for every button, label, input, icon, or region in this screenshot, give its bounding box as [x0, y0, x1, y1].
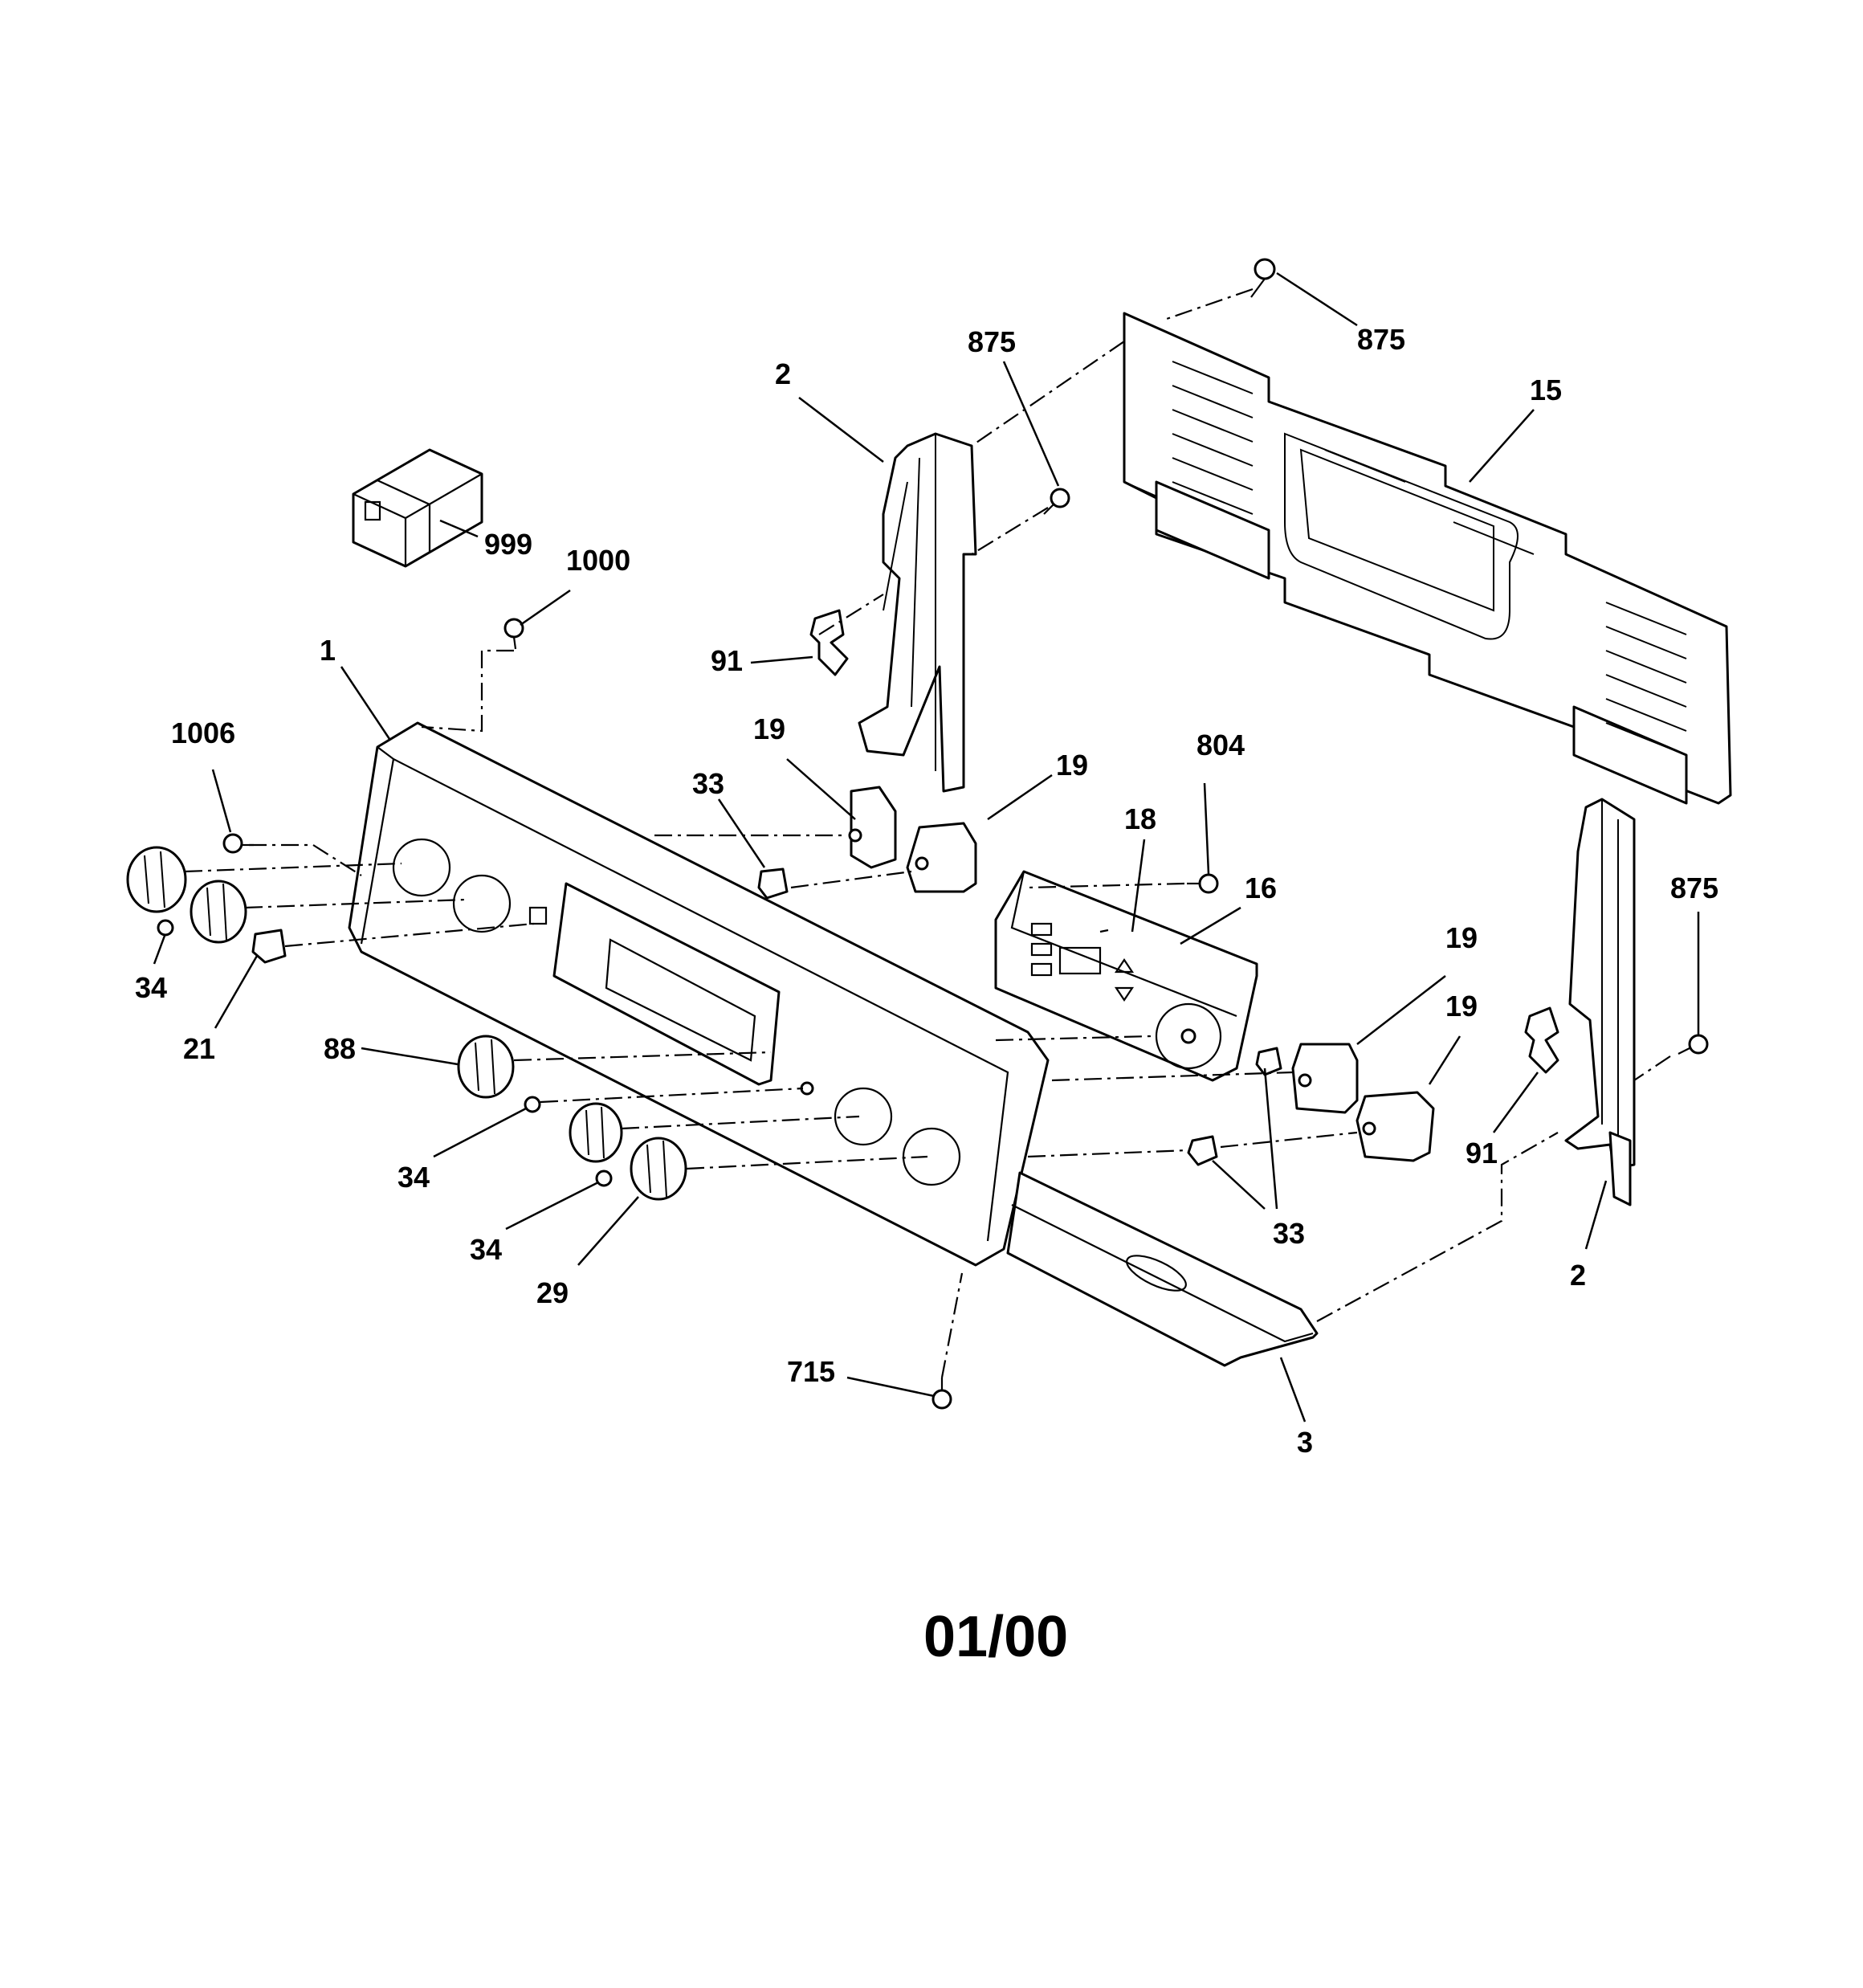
- screw-875-top-right: [1250, 258, 1276, 298]
- leader-lines: [153, 271, 1700, 1423]
- callout-88: 88: [324, 1032, 356, 1065]
- callout-labels: 875 875 15 2 999 1000 1 91 1006 19 19 33…: [135, 323, 1718, 1459]
- callout-2-bottom: 2: [1570, 1259, 1586, 1292]
- part-21-switch: [251, 929, 287, 964]
- callout-21: 21: [183, 1032, 215, 1065]
- part-19-switch-c: [1291, 1043, 1359, 1114]
- callout-33-top: 33: [692, 767, 724, 800]
- callout-91-left: 91: [711, 644, 743, 677]
- callout-34-low: 34: [470, 1233, 502, 1266]
- part-34-spring-low: [595, 1170, 613, 1187]
- part-19-switch-a: [848, 786, 897, 869]
- callout-34-mid: 34: [397, 1161, 430, 1194]
- callout-19-b: 19: [1056, 749, 1088, 782]
- callout-1000: 1000: [566, 544, 630, 577]
- date-code: 01/00: [923, 1605, 1068, 1669]
- callout-33-bottom: 33: [1273, 1217, 1305, 1250]
- part-1-control-panel: [348, 721, 1050, 1267]
- part-999-box: [352, 448, 483, 568]
- callout-1006: 1006: [171, 716, 235, 749]
- part-91-clip-left: [809, 609, 849, 676]
- callout-3: 3: [1297, 1426, 1313, 1459]
- part-34-spring-mid: [524, 1096, 541, 1113]
- part-33-light-right-b: [1187, 1135, 1218, 1166]
- screw-804: [1187, 873, 1219, 894]
- callout-34-left: 34: [135, 971, 167, 1004]
- part-15-rear-panel: [1123, 312, 1732, 805]
- callout-875-top: 875: [968, 325, 1016, 358]
- part-91-clip-right: [1524, 1006, 1559, 1074]
- panel-vent-slots-right: [1605, 602, 1687, 756]
- knob-left-upper: [126, 846, 187, 913]
- callout-18: 18: [1124, 802, 1156, 835]
- callout-15: 15: [1530, 374, 1562, 406]
- part-2-right-endcap: [1564, 798, 1636, 1206]
- part-3-lower-trim: [1006, 1171, 1319, 1367]
- callout-91-right: 91: [1466, 1137, 1498, 1170]
- screw-1000: [503, 618, 524, 650]
- callout-999: 999: [484, 528, 532, 561]
- callout-19-a: 19: [753, 712, 785, 745]
- part-19-switch-d: [1355, 1091, 1435, 1162]
- screw-875-right: [1678, 1034, 1709, 1055]
- callout-2-top: 2: [775, 357, 791, 390]
- screw-875-top: [1043, 488, 1070, 515]
- callout-29: 29: [536, 1276, 569, 1309]
- part-34-spring-left: [157, 919, 174, 937]
- screw-1006: [222, 833, 254, 854]
- callout-16: 16: [1245, 872, 1277, 904]
- callout-875-right: 875: [1670, 872, 1718, 904]
- callout-19-d: 19: [1445, 990, 1478, 1023]
- callout-1: 1: [320, 634, 336, 667]
- callout-875-top-right: 875: [1357, 323, 1405, 356]
- knob-mid: [569, 1102, 623, 1163]
- knob-left-lower: [190, 880, 247, 944]
- part-33-light-right-a: [1255, 1047, 1282, 1076]
- callout-715: 715: [787, 1355, 835, 1388]
- clock-keypad: [1030, 922, 1135, 1002]
- part-33-light-top: [757, 867, 789, 900]
- part-2-left-endcap: [858, 432, 977, 793]
- callout-19-c: 19: [1445, 921, 1478, 954]
- knob-88: [457, 1035, 515, 1099]
- knob-29: [630, 1137, 687, 1201]
- callout-804: 804: [1196, 729, 1245, 761]
- assembly-lines: [184, 288, 1671, 1378]
- screw-715: [932, 1378, 952, 1410]
- panel-vent-slots-left: [1172, 361, 1254, 515]
- panel-vent-slots-center: [1324, 449, 1535, 555]
- part-19-switch-b: [906, 822, 977, 893]
